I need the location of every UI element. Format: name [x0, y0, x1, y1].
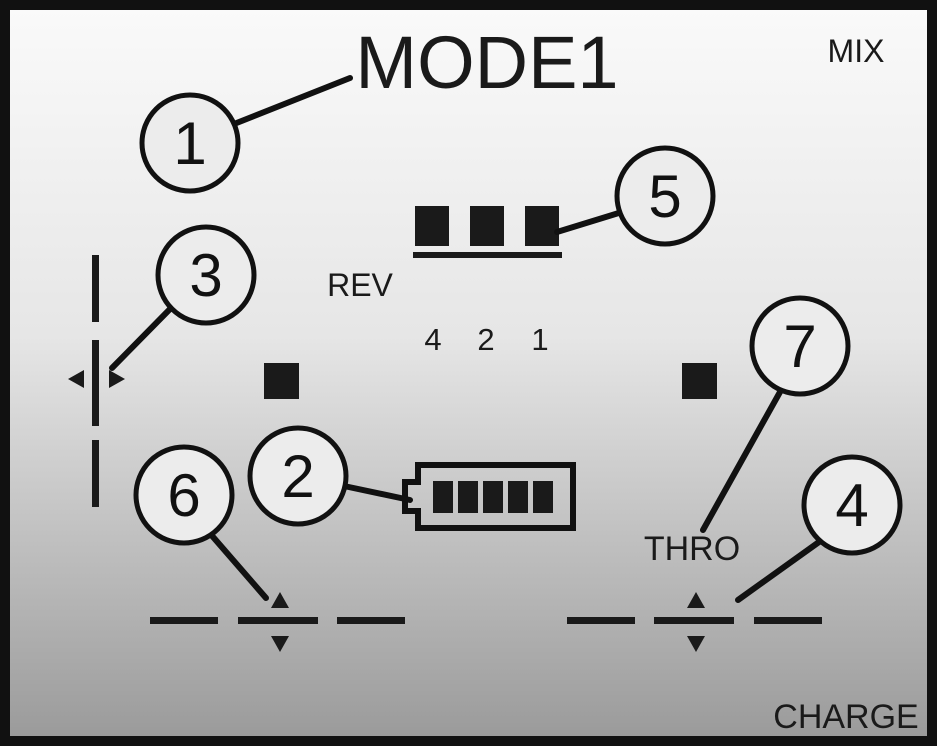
trim-segment-top: [92, 255, 99, 322]
leader-line-2: [341, 483, 413, 503]
callout-1: 1: [139, 92, 241, 194]
mix-label: MIX: [828, 33, 885, 69]
channel-label-2: 2: [477, 322, 494, 357]
callout-circle: [139, 92, 241, 194]
throttle-label: THRO: [644, 530, 740, 568]
left-horizontal-trim: [68, 255, 125, 507]
callout-circle: [801, 454, 903, 556]
reverse-square-1: [525, 206, 559, 246]
trim-segment-right: [337, 617, 405, 624]
callout-number: 5: [648, 163, 681, 230]
leader-line-1: [231, 75, 353, 127]
callout-leaders: [109, 75, 829, 603]
callout-number: 2: [281, 443, 314, 510]
left-indicator-square: [264, 363, 299, 399]
battery-indicator: [402, 462, 576, 531]
trim-arrow-down-icon: [271, 636, 289, 652]
leader-line-6: [204, 527, 269, 601]
right-vertical-trim: [567, 592, 822, 652]
channel-label-4: 4: [424, 322, 441, 357]
reverse-indicators: [413, 206, 562, 258]
callout-number: 4: [835, 472, 868, 539]
battery-segment: [433, 481, 453, 513]
callout-5: 5: [614, 145, 716, 247]
trim-arrow-up-icon: [687, 592, 705, 608]
callout-7: 7: [749, 295, 851, 397]
reverse-underline: [413, 252, 562, 258]
callout-number: 3: [189, 242, 222, 309]
battery-segment: [533, 481, 553, 513]
leader-line-7: [700, 389, 783, 533]
battery-segment: [483, 481, 503, 513]
callout-circle: [749, 295, 851, 397]
trim-segment-center: [92, 340, 99, 426]
trim-segment-left: [150, 617, 218, 624]
battery-segment: [458, 481, 478, 513]
right-indicator-square: [682, 363, 717, 399]
reverse-square-2: [470, 206, 504, 246]
callout-number: 7: [783, 313, 816, 380]
leader-line-3: [109, 304, 175, 371]
callout-2: 2: [247, 425, 349, 527]
trim-arrow-right-icon: [109, 370, 125, 388]
trim-arrow-left-icon: [68, 370, 84, 388]
callout-number: 1: [173, 110, 206, 177]
trim-segment-center: [238, 617, 318, 624]
rev-label: REV: [327, 267, 393, 303]
battery-outline-icon: [402, 462, 576, 531]
callout-circle: [247, 425, 349, 527]
trim-segment-right: [754, 617, 822, 624]
callout-circle: [133, 444, 235, 546]
callout-circle: [155, 224, 257, 326]
trim-segment-left: [567, 617, 635, 624]
mode-label: MODE1: [355, 21, 618, 104]
trim-segment-center: [654, 617, 734, 624]
channel-label-1: 1: [531, 322, 548, 357]
trim-segment-bottom: [92, 440, 99, 507]
callout-4: 4: [801, 454, 903, 556]
leader-line-5: [554, 209, 625, 235]
callout-3: 3: [155, 224, 257, 326]
callout-6: 6: [133, 444, 235, 546]
charge-label: CHARGE: [773, 698, 918, 736]
leader-line-4: [735, 534, 829, 603]
left-vertical-trim: [150, 592, 405, 652]
callout-number: 6: [167, 462, 200, 529]
battery-segment: [508, 481, 528, 513]
reverse-square-4: [415, 206, 449, 246]
trim-arrow-up-icon: [271, 592, 289, 608]
trim-arrow-down-icon: [687, 636, 705, 652]
callout-circle: [614, 145, 716, 247]
